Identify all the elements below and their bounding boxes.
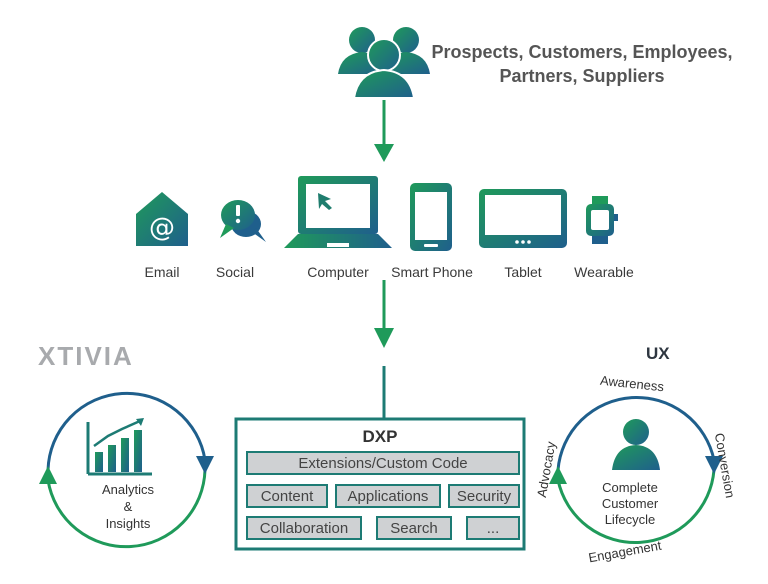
smartwatch-icon <box>586 196 618 244</box>
ux-label: UX <box>646 344 670 363</box>
channel-email-label: Email <box>144 264 180 280</box>
people-group-icon <box>338 27 430 99</box>
social-chat-icon <box>220 200 266 242</box>
module-applications: Applications <box>335 484 441 508</box>
audience-line-1: Prospects, Customers, Employees, <box>431 42 733 62</box>
lifecycle-cycle <box>549 395 723 545</box>
lifecycle-line-1: Complete <box>602 480 658 495</box>
analytics-line-2: & <box>123 499 133 514</box>
channel-computer-label: Computer <box>307 264 369 280</box>
smartphone-icon <box>410 183 452 251</box>
dxp-title: DXP <box>362 427 398 446</box>
analytics-label: Analytics & Insights <box>80 481 176 532</box>
lifecycle-line-3: Lifecycle <box>604 512 656 527</box>
email-icon: @ <box>136 192 188 246</box>
laptop-icon <box>284 176 392 248</box>
channel-smartphone-label: Smart Phone <box>391 264 473 280</box>
analytics-cycle <box>39 391 214 549</box>
module-extensions: Extensions/Custom Code <box>246 451 520 475</box>
audience-label: Prospects, Customers, Employees, Partner… <box>422 40 742 88</box>
lifecycle-line-2: Customer <box>601 496 659 511</box>
tablet-icon <box>479 189 567 248</box>
bar-chart-icon <box>86 418 152 476</box>
xtivia-logo: XTIVIA <box>38 341 134 371</box>
svg-text:@: @ <box>149 213 175 243</box>
module-collaboration: Collaboration <box>246 516 362 540</box>
analytics-line-1: Analytics <box>101 482 155 497</box>
module-content: Content <box>246 484 328 508</box>
module-more: ... <box>466 516 520 540</box>
customer-icon <box>612 419 660 470</box>
arrow-to-ux <box>374 280 394 348</box>
analytics-line-3: Insights <box>105 516 151 531</box>
lifecycle-label: Complete Customer Lifecycle <box>560 480 700 528</box>
channel-wearable-label: Wearable <box>574 264 634 280</box>
channel-tablet-label: Tablet <box>504 264 542 280</box>
audience-line-2: Partners, Suppliers <box>499 66 665 86</box>
channel-social-label: Social <box>215 264 255 280</box>
module-search: Search <box>376 516 452 540</box>
module-security: Security <box>448 484 520 508</box>
arrow-to-channels <box>374 100 394 162</box>
